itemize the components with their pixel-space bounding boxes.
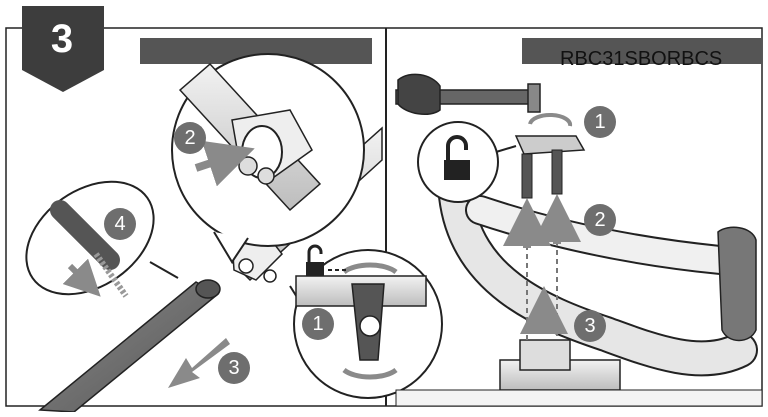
direction-arrow: [168, 338, 230, 388]
callout-left-2: 2: [174, 122, 206, 154]
callout-right-3: 3: [574, 310, 606, 342]
svg-text:3: 3: [228, 357, 239, 379]
svg-text:2: 2: [184, 127, 195, 149]
svg-text:1: 1: [594, 111, 605, 133]
svg-text:2: 2: [594, 209, 605, 231]
unlock-icon: [444, 135, 470, 180]
svg-text:4: 4: [114, 213, 125, 235]
callout-left-1: 1: [302, 308, 334, 340]
unlock-icon: [306, 244, 324, 276]
svg-text:3: 3: [584, 315, 595, 337]
model-code: RBC31SBORBCS: [560, 48, 723, 70]
callout-right-2: 2: [584, 204, 616, 236]
left-panel: 1 2 3 4: [25, 53, 443, 413]
callout-right-1: 1: [584, 106, 616, 138]
callout-left-4: 4: [104, 208, 136, 240]
right-panel: 1 2 3: [395, 73, 763, 407]
step-number: 3: [50, 17, 74, 61]
step-badge: [22, 6, 104, 92]
outer-frame: [5, 27, 763, 407]
callout-left-3: 3: [218, 352, 250, 384]
svg-text:1: 1: [312, 313, 323, 335]
right-header-bar: [522, 38, 762, 64]
